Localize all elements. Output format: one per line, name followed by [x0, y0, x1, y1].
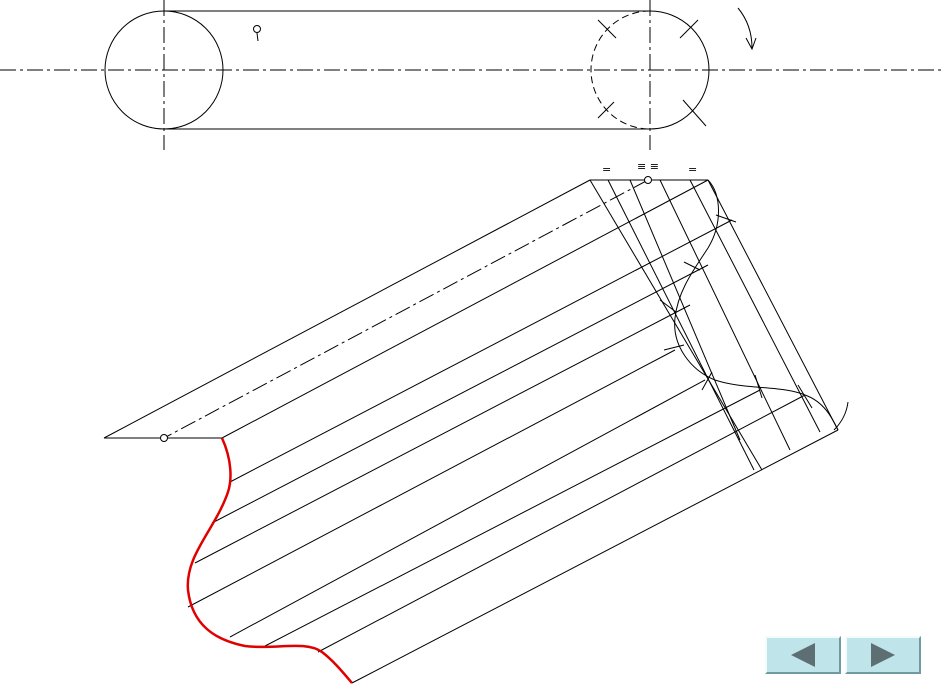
top-view — [0, 0, 942, 150]
end-face-line — [607, 179, 755, 471]
end-face-line — [689, 179, 821, 433]
end-face-line — [659, 179, 791, 451]
tick-mark — [683, 261, 701, 271]
pin-circle — [253, 25, 261, 33]
end-face-line — [629, 179, 741, 441]
end-arrow — [833, 401, 849, 431]
end-face-right — [707, 179, 839, 431]
generatrix — [317, 394, 806, 653]
mark-left: = — [602, 163, 611, 176]
generatrix — [264, 389, 761, 647]
tick-mark — [754, 374, 763, 399]
previous-button[interactable] — [765, 636, 841, 674]
section-curve — [674, 179, 839, 431]
mark-right: = — [688, 163, 697, 176]
right-solid-arc — [649, 10, 710, 130]
generatrix — [229, 379, 706, 638]
axis-point-top — [644, 176, 652, 184]
rotation-arrow — [737, 7, 753, 49]
tick-mark — [715, 214, 737, 223]
triangle-left-icon — [791, 643, 815, 667]
marks: = ≡ ≡ = — [602, 160, 697, 176]
cross-mark — [682, 99, 707, 127]
pin-stem — [256, 32, 259, 42]
end-face-left — [589, 179, 763, 471]
back-edge — [103, 179, 591, 439]
mark-middle: ≡ ≡ — [637, 160, 659, 173]
cross-mark — [679, 19, 699, 39]
tick-mark — [663, 344, 685, 351]
axis-point-bottom — [160, 434, 168, 442]
generatrix — [187, 349, 676, 608]
tick-mark — [797, 384, 813, 409]
cross-mark — [597, 101, 615, 119]
cross-mark — [597, 19, 617, 39]
axis-line — [163, 179, 649, 439]
generatrix — [211, 264, 709, 524]
right-dashed-arc — [590, 10, 651, 130]
triangle-right-icon — [871, 643, 895, 667]
generatrix — [351, 429, 839, 684]
rotation-arrow-head — [745, 37, 757, 51]
oblique-view — [103, 176, 849, 684]
generatrix — [229, 219, 733, 483]
next-button[interactable] — [845, 636, 921, 674]
tick-mark — [701, 371, 713, 391]
generatrix — [221, 179, 709, 439]
developed-curve — [186, 437, 353, 684]
generatrix — [194, 304, 691, 564]
tick-mark — [659, 299, 677, 313]
